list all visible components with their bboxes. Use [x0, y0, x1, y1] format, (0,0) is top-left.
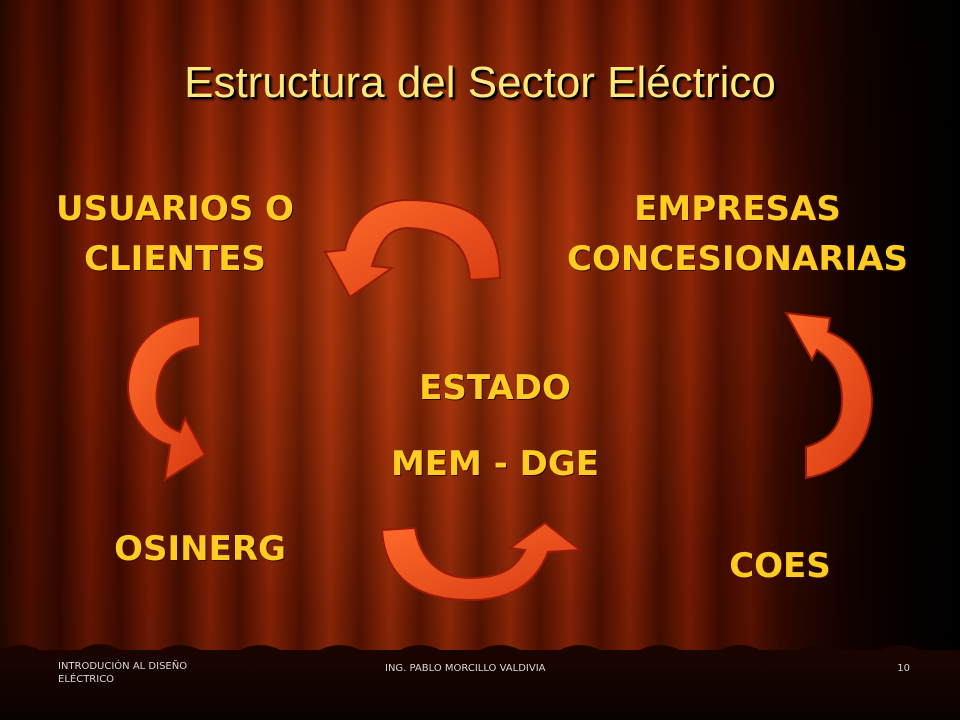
- arrow-top-curved-icon: [323, 198, 502, 299]
- node-usuarios-line2: CLIENTES: [84, 239, 266, 279]
- node-coes: COES: [729, 546, 831, 586]
- slide-title: Estructura del Sector Eléctrico: [184, 58, 776, 107]
- curtain-bottom: [0, 644, 960, 720]
- node-empresas-concesionarias: EMPRESAS CONCESIONARIAS: [505, 184, 960, 284]
- footer-author: ING. PABLO MORCILLO VALDIVIA: [385, 663, 546, 674]
- node-empresas-line1: EMPRESAS: [634, 189, 841, 229]
- footer-page-number: 10: [897, 663, 910, 674]
- node-usuarios-clientes: USUARIOS O CLIENTES: [20, 184, 330, 284]
- arrow-right-curved-icon: [784, 311, 874, 480]
- node-estado-line2: MEM - DGE: [390, 444, 600, 484]
- node-estado-line1: ESTADO: [419, 368, 571, 408]
- arrow-left-curved-icon: [126, 314, 207, 482]
- arrow-bottom-curved-icon: [380, 521, 583, 602]
- footer-course: INTRODUCIÓN AL DISEÑO ELÉCTRICO: [58, 661, 188, 685]
- node-estado: ESTADO MEM - DGE: [330, 350, 660, 502]
- node-usuarios-line1: USUARIOS O: [56, 189, 294, 229]
- node-empresas-line2: CONCESIONARIAS: [567, 239, 908, 279]
- node-osinerg: OSINERG: [114, 529, 286, 569]
